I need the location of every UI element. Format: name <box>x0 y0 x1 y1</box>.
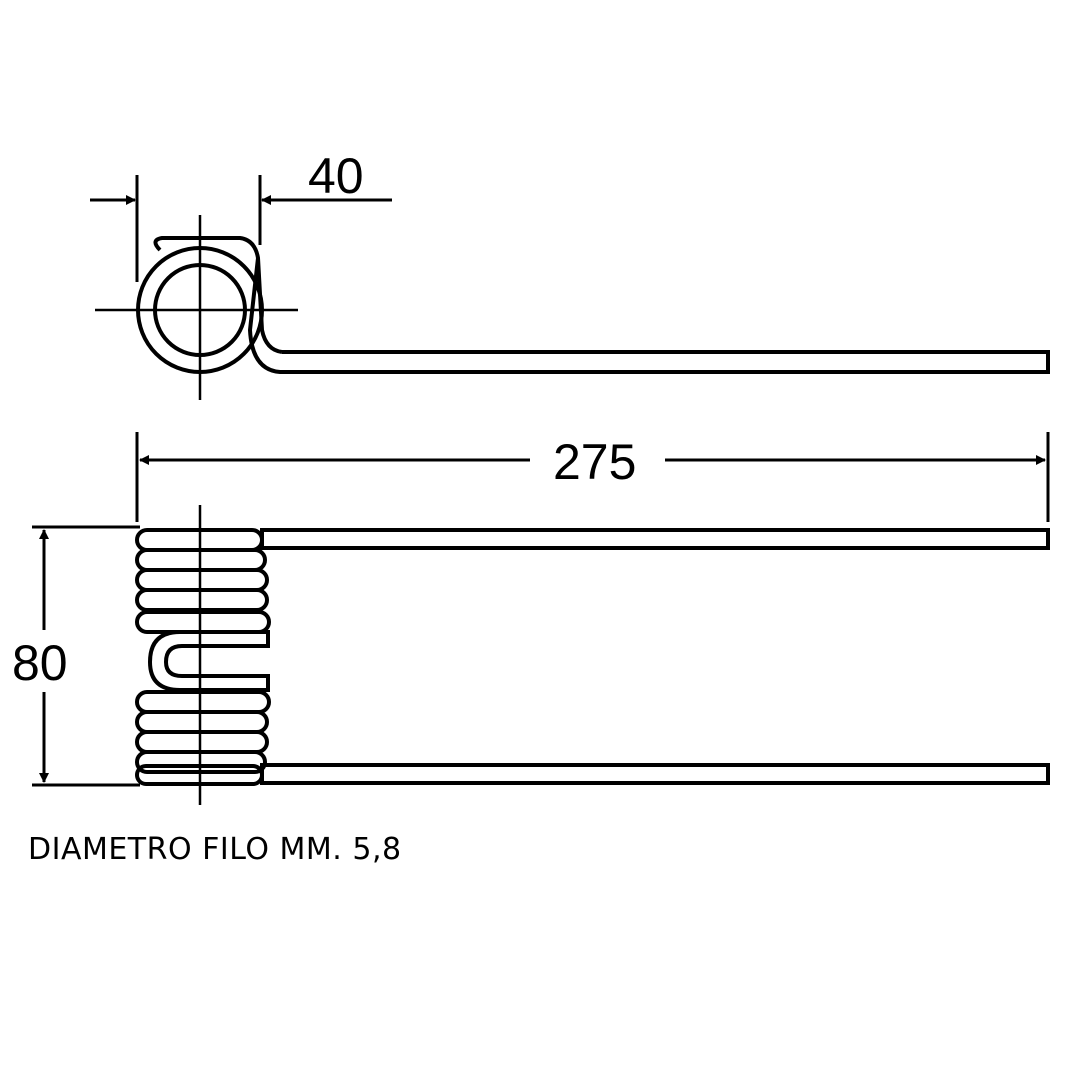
dimension-275 <box>135 432 1050 522</box>
lower-tine-arm <box>260 763 1050 785</box>
dimension-80-label: 80 <box>12 635 68 691</box>
top-view <box>95 215 1050 400</box>
upper-tine-arm <box>260 528 1050 550</box>
dimension-80 <box>32 525 140 787</box>
dimension-275-label: 275 <box>553 434 636 490</box>
coil-top-hook <box>153 236 283 354</box>
lower-coil <box>135 690 271 786</box>
side-view <box>135 505 1050 805</box>
dimension-40 <box>90 175 392 282</box>
top-view-arm <box>247 257 1050 374</box>
wire-diameter-caption: DIAMETRO FILO MM. 5,8 <box>28 832 402 867</box>
coil-u-loop <box>147 630 270 692</box>
dimension-40-label: 40 <box>308 148 364 204</box>
upper-coil <box>135 528 271 634</box>
